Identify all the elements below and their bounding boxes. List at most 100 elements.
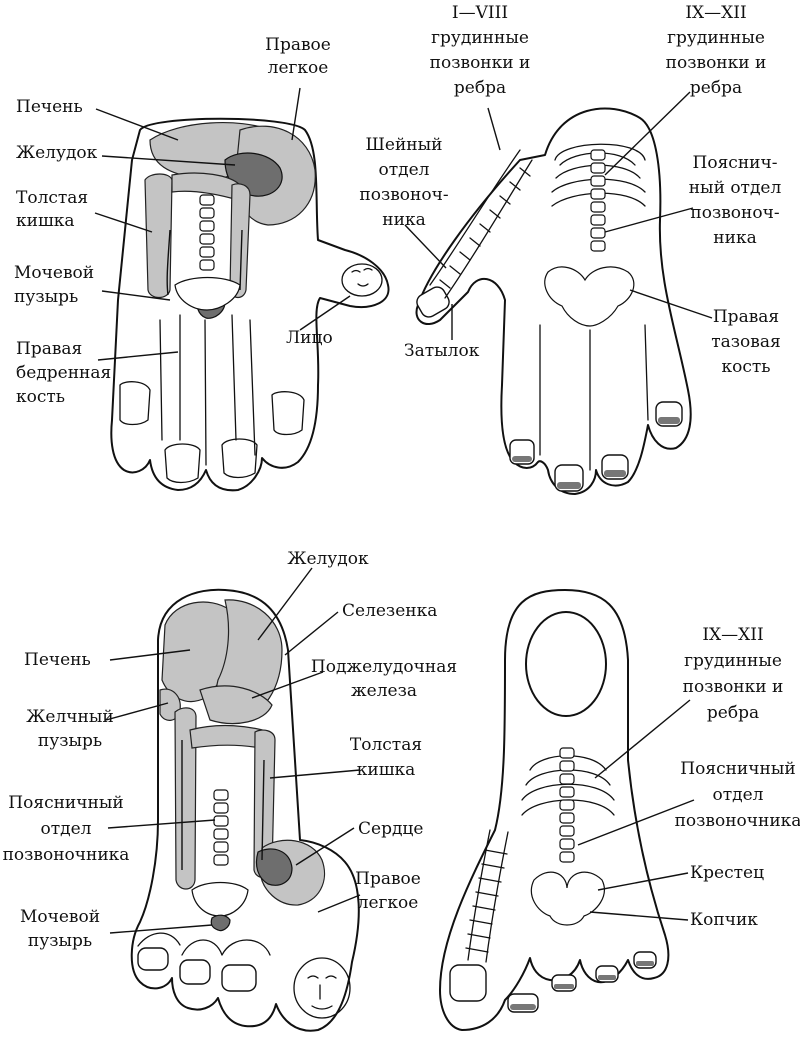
svg-text:Поясничный: Поясничный — [8, 793, 123, 813]
label-coccyx-foot: Копчик — [690, 910, 758, 930]
svg-text:I—VIII: I—VIII — [452, 3, 508, 23]
svg-text:Мочевой: Мочевой — [14, 263, 94, 283]
svg-text:Желудок: Желудок — [287, 549, 369, 569]
svg-text:IX—XII: IX—XII — [702, 625, 763, 645]
svg-text:Мочевой: Мочевой — [20, 907, 100, 927]
svg-text:кость: кость — [721, 357, 770, 377]
palm-organs — [144, 121, 316, 319]
label-stomach-palm: Желудок — [16, 143, 98, 163]
svg-text:позвоночника: позвоночника — [3, 845, 130, 865]
label-colon-sole: Толстая кишка — [350, 735, 422, 780]
svg-text:пузырь: пузырь — [14, 287, 78, 307]
svg-text:отдел: отдел — [379, 160, 430, 180]
svg-text:кишка: кишка — [16, 211, 75, 231]
svg-text:ребра: ребра — [707, 703, 759, 723]
svg-text:железа: железа — [351, 681, 417, 701]
svg-text:ника: ника — [713, 228, 756, 248]
svg-text:Правая: Правая — [16, 339, 82, 359]
svg-text:грудинные: грудинные — [684, 651, 782, 671]
foot-top-figure — [439, 589, 670, 1031]
palm-spine — [174, 194, 241, 311]
label-bladder-sole: Мочевой пузырь — [20, 907, 100, 951]
foot-top-leader-lines — [577, 699, 695, 921]
svg-text:ника: ника — [382, 210, 425, 230]
svg-text:Правое: Правое — [355, 869, 421, 889]
svg-text:Толстая: Толстая — [350, 735, 422, 755]
svg-text:ребра: ребра — [454, 78, 506, 98]
svg-text:позвоноч-: позвоноч- — [359, 185, 448, 205]
svg-text:позвоноч-: позвоноч- — [690, 203, 779, 223]
svg-text:Селезенка: Селезенка — [342, 601, 437, 621]
back-hand-leader-lines — [404, 91, 713, 340]
label-femur-palm: Правая бедренная кость — [16, 339, 111, 407]
svg-text:ный отдел: ный отдел — [689, 178, 782, 198]
foot-top-toe-spine — [465, 829, 509, 963]
svg-text:отдел: отдел — [41, 819, 92, 839]
label-thoracic-9-12-foot: IX—XII грудинные позвонки и ребра — [683, 625, 784, 723]
svg-text:бедренная: бедренная — [16, 363, 111, 383]
svg-text:IX—XII: IX—XII — [685, 3, 746, 23]
label-gallbladder-sole: Желчный пузырь — [26, 707, 113, 751]
svg-text:Желудок: Желудок — [16, 143, 98, 163]
hand-back-figure — [415, 107, 692, 495]
svg-text:позвонки и: позвонки и — [683, 677, 784, 697]
svg-text:ребра: ребра — [690, 78, 742, 98]
sole-organs — [159, 599, 326, 906]
label-occiput-back: Затылок — [404, 341, 480, 361]
label-face-palm: Лицо — [286, 328, 333, 348]
label-right-lung-sole: Правое легкое — [355, 869, 421, 913]
svg-text:Желчный: Желчный — [26, 707, 113, 727]
svg-text:позвонки и: позвонки и — [430, 53, 531, 73]
sole-leader-lines — [105, 567, 361, 934]
label-lumbar-sole: Поясничный отдел позвоночника — [3, 793, 130, 865]
label-stomach-sole: Желудок — [287, 549, 369, 569]
label-liver-sole: Печень — [24, 650, 91, 670]
svg-text:тазовая: тазовая — [711, 332, 780, 352]
svg-text:пузырь: пузырь — [38, 731, 102, 751]
svg-text:грудинные: грудинные — [431, 28, 529, 48]
label-sacrum-foot: Крестец — [690, 863, 764, 883]
svg-text:Шейный: Шейный — [366, 135, 443, 155]
svg-text:грудинные: грудинные — [667, 28, 765, 48]
thumb-face-area — [341, 263, 383, 297]
svg-text:Поджелудочная: Поджелудочная — [311, 657, 457, 677]
svg-text:отдел: отдел — [713, 785, 764, 805]
label-colon-palm: Толстая кишка — [16, 188, 88, 231]
svg-text:позвонки и: позвонки и — [666, 53, 767, 73]
label-liver-palm: Печень — [16, 97, 83, 117]
label-lumbar-back: Пояснич- ный отдел позвоноч- ника — [689, 153, 782, 248]
svg-text:Сердце: Сердце — [358, 819, 423, 839]
label-thoracic-1-8-back: I—VIII грудинные позвонки и ребра — [430, 3, 531, 98]
back-spine — [544, 149, 635, 327]
svg-text:кость: кость — [16, 387, 65, 407]
svg-text:Правое: Правое — [265, 35, 331, 55]
svg-text:Крестец: Крестец — [690, 863, 764, 883]
label-thoracic-9-12-back: IX—XII грудинные позвонки и ребра — [666, 3, 767, 98]
svg-text:легкое: легкое — [358, 893, 419, 913]
label-right-lung-palm: Правое легкое — [265, 35, 331, 78]
label-spleen-sole: Селезенка — [342, 601, 437, 621]
label-heart-sole: Сердце — [358, 819, 423, 839]
label-pelvis-back: Правая тазовая кость — [711, 307, 780, 377]
big-toe-face — [293, 957, 351, 1019]
svg-text:Правая: Правая — [713, 307, 779, 327]
cervical-spine — [429, 149, 533, 299]
foot-top-spine — [530, 747, 605, 926]
svg-text:Поясничный: Поясничный — [680, 759, 795, 779]
hand-palm-figure — [110, 117, 390, 492]
sole-spine — [191, 789, 249, 932]
svg-text:Печень: Печень — [16, 97, 83, 117]
label-pancreas-sole: Поджелудочная железа — [311, 657, 457, 701]
foot-sole-figure — [130, 588, 360, 1032]
svg-text:кишка: кишка — [357, 760, 416, 780]
svg-text:Копчик: Копчик — [690, 910, 758, 930]
svg-text:Лицо: Лицо — [286, 328, 333, 348]
svg-text:легкое: легкое — [268, 58, 329, 78]
svg-text:Пояснич-: Пояснич- — [693, 153, 778, 173]
svg-text:Затылок: Затылок — [404, 341, 480, 361]
svg-text:пузырь: пузырь — [28, 931, 92, 951]
svg-text:позвоночника: позвоночника — [675, 811, 800, 831]
palm-leader-lines — [94, 87, 351, 361]
svg-text:Печень: Печень — [24, 650, 91, 670]
